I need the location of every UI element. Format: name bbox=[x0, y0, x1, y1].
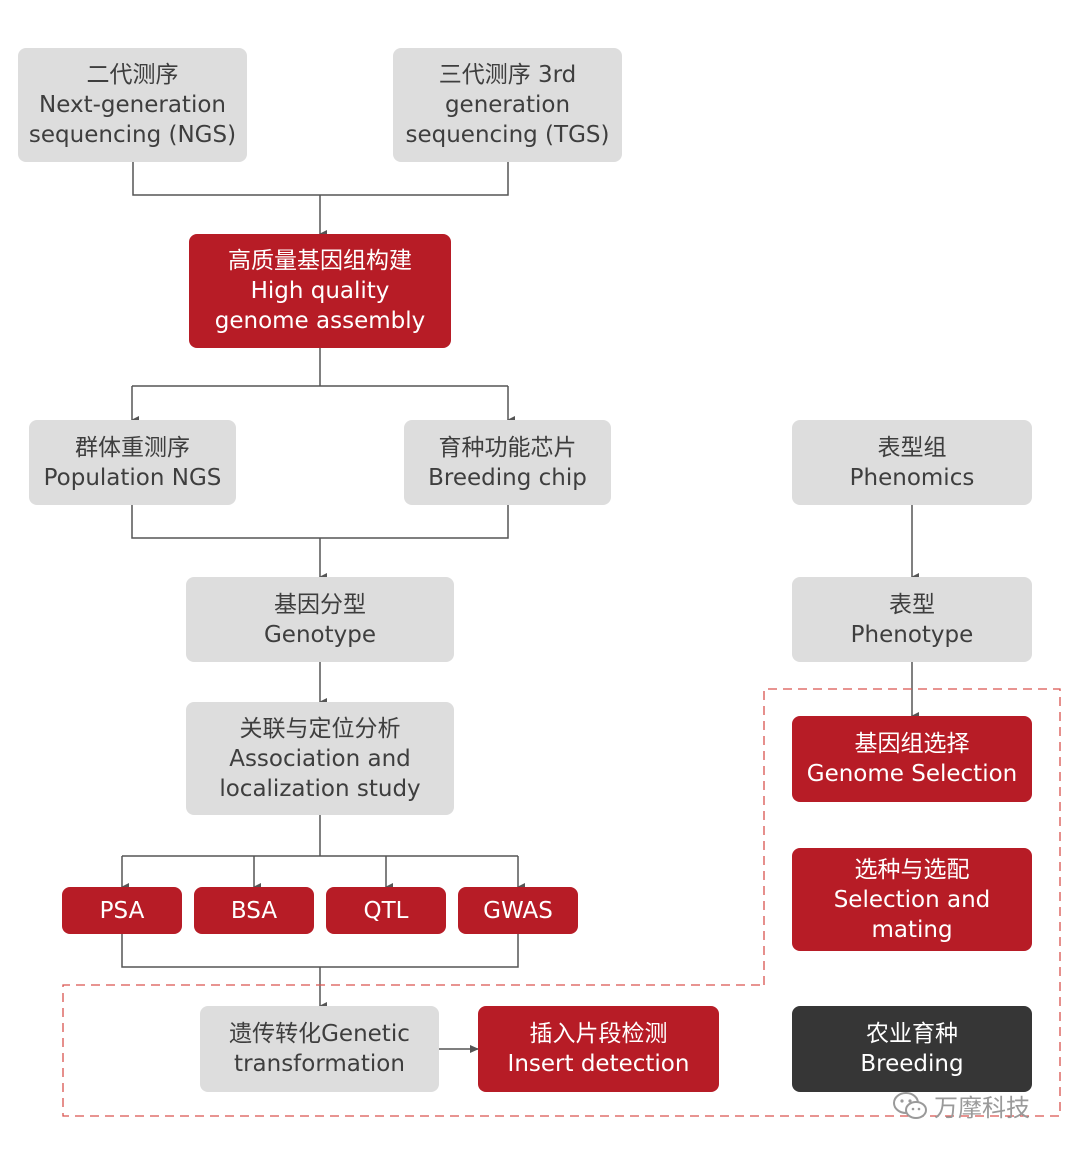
tgs-en-line1: generation bbox=[444, 92, 571, 118]
qtl-node: QTL bbox=[326, 887, 446, 934]
ngs-en-line1: Next-generation bbox=[39, 92, 226, 118]
phenomics-en: Phenomics bbox=[849, 464, 975, 491]
qtl-label: QTL bbox=[363, 897, 409, 924]
assembly-zh: 高质量基因组构建 bbox=[228, 248, 412, 274]
psa-node: PSA bbox=[62, 887, 182, 934]
association-node: 关联与定位分析 Association and localization stu… bbox=[186, 702, 454, 815]
genotype-zh: 基因分型 bbox=[274, 591, 366, 618]
genotype-en: Genotype bbox=[263, 621, 376, 648]
breeding-chip-en: Breeding chip bbox=[428, 464, 587, 491]
association-zh: 关联与定位分析 bbox=[239, 715, 401, 742]
phenotype-en: Phenotype bbox=[850, 621, 974, 648]
assembly-en-line1: High quality bbox=[250, 278, 390, 304]
genome-selection-zh: 基因组选择 bbox=[854, 731, 970, 757]
phenotype-zh: 表型 bbox=[889, 591, 935, 618]
phenomics-node: 表型组 Phenomics bbox=[792, 420, 1032, 505]
insert-detection-en: Insert detection bbox=[507, 1051, 690, 1077]
breeding-en: Breeding bbox=[860, 1051, 964, 1077]
psa-label: PSA bbox=[99, 897, 145, 924]
genetic-transformation-node: 遗传转化Genetic transformation bbox=[200, 1006, 439, 1092]
population-ngs-node: 群体重测序 Population NGS bbox=[29, 420, 236, 505]
selection-mating-en-line1: Selection and bbox=[833, 886, 991, 913]
bsa-label: BSA bbox=[230, 897, 278, 924]
transformation-line1: 遗传转化Genetic bbox=[229, 1021, 410, 1047]
selection-mating-node: 选种与选配 Selection and mating bbox=[792, 848, 1032, 951]
gwas-node: GWAS bbox=[458, 887, 578, 934]
ngs-zh: 二代测序 bbox=[86, 62, 179, 88]
wechat-icon bbox=[892, 1091, 928, 1121]
assembly-node: 高质量基因组构建 High quality genome assembly bbox=[189, 234, 451, 348]
tgs-zh: 三代测序 3rd bbox=[438, 62, 577, 88]
insert-detection-zh: 插入片段检测 bbox=[529, 1021, 668, 1047]
selection-mating-en-line2: mating bbox=[871, 916, 953, 943]
watermark: 万摩科技 bbox=[892, 1088, 1030, 1123]
ngs-en-line2: sequencing (NGS) bbox=[28, 122, 237, 148]
insert-detection-node: 插入片段检测 Insert detection bbox=[478, 1006, 719, 1092]
breeding-chip-node: 育种功能芯片 Breeding chip bbox=[404, 420, 611, 505]
association-en-line1: Association and bbox=[229, 745, 411, 772]
genome-selection-en: Genome Selection bbox=[806, 761, 1018, 787]
gwas-label: GWAS bbox=[483, 897, 553, 924]
watermark-text: 万摩科技 bbox=[934, 1094, 1030, 1122]
association-en-line2: localization study bbox=[219, 775, 421, 802]
population-ngs-zh: 群体重测序 bbox=[75, 434, 190, 461]
breeding-chip-zh: 育种功能芯片 bbox=[438, 434, 577, 461]
selection-mating-zh: 选种与选配 bbox=[854, 856, 970, 883]
breeding-zh: 农业育种 bbox=[866, 1021, 958, 1047]
tgs-node: 三代测序 3rd generation sequencing (TGS) bbox=[393, 48, 622, 162]
transformation-line2: transformation bbox=[234, 1051, 405, 1077]
tgs-en-line2: sequencing (TGS) bbox=[405, 122, 610, 148]
bsa-node: BSA bbox=[194, 887, 314, 934]
phenotype-node: 表型 Phenotype bbox=[792, 577, 1032, 662]
genome-selection-node: 基因组选择 Genome Selection bbox=[792, 716, 1032, 802]
ngs-node: 二代测序 Next-generation sequencing (NGS) bbox=[18, 48, 247, 162]
phenomics-zh: 表型组 bbox=[877, 434, 947, 461]
population-ngs-en: Population NGS bbox=[43, 464, 222, 491]
genotype-node: 基因分型 Genotype bbox=[186, 577, 454, 662]
assembly-en-line2: genome assembly bbox=[214, 308, 426, 334]
breeding-node: 农业育种 Breeding bbox=[792, 1006, 1032, 1092]
